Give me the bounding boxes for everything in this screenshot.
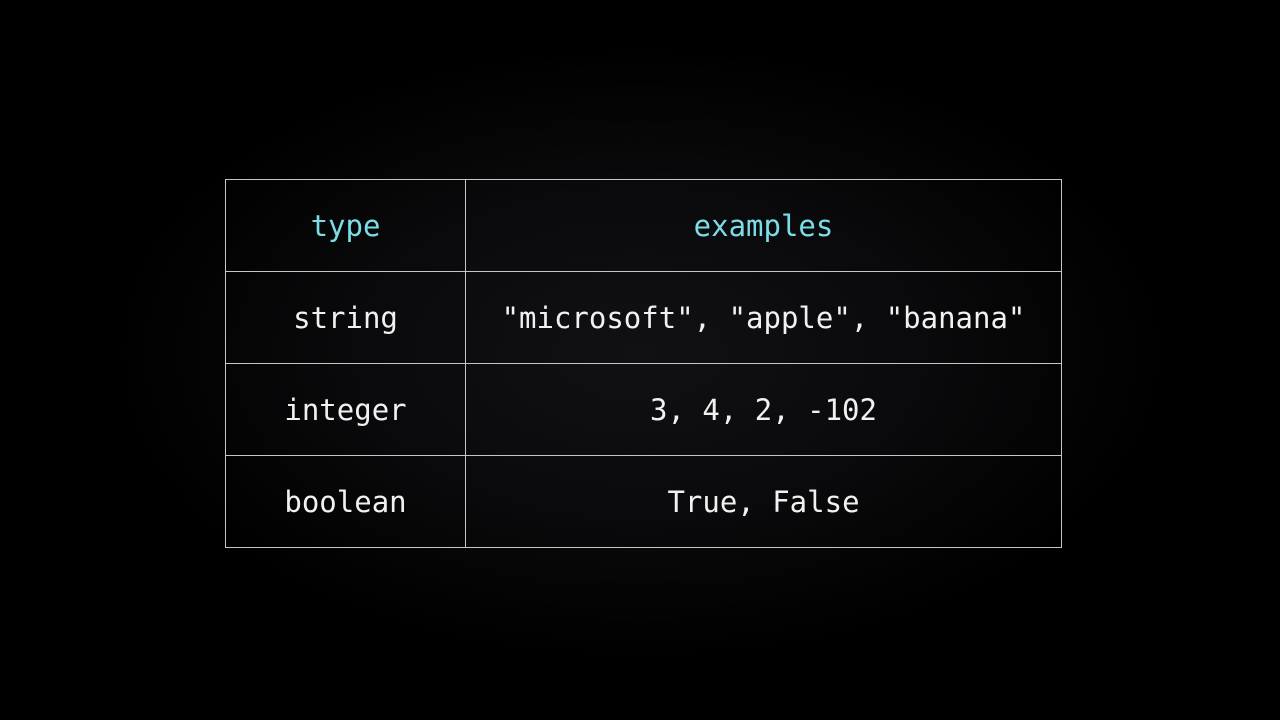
data-types-table: type examples string "microsoft", "apple…: [225, 179, 1062, 548]
table-header-row: type examples: [225, 179, 1062, 272]
cell-type-string: string: [225, 271, 466, 364]
table-row: string "microsoft", "apple", "banana": [225, 271, 1062, 364]
cell-examples-integer: 3, 4, 2, -102: [465, 363, 1062, 456]
cell-examples-string: "microsoft", "apple", "banana": [465, 271, 1062, 364]
header-cell-type: type: [225, 179, 466, 272]
cell-type-integer: integer: [225, 363, 466, 456]
cell-examples-boolean: True, False: [465, 455, 1062, 548]
table-row: boolean True, False: [225, 455, 1062, 548]
header-cell-examples: examples: [465, 179, 1062, 272]
table-row: integer 3, 4, 2, -102: [225, 363, 1062, 456]
cell-type-boolean: boolean: [225, 455, 466, 548]
